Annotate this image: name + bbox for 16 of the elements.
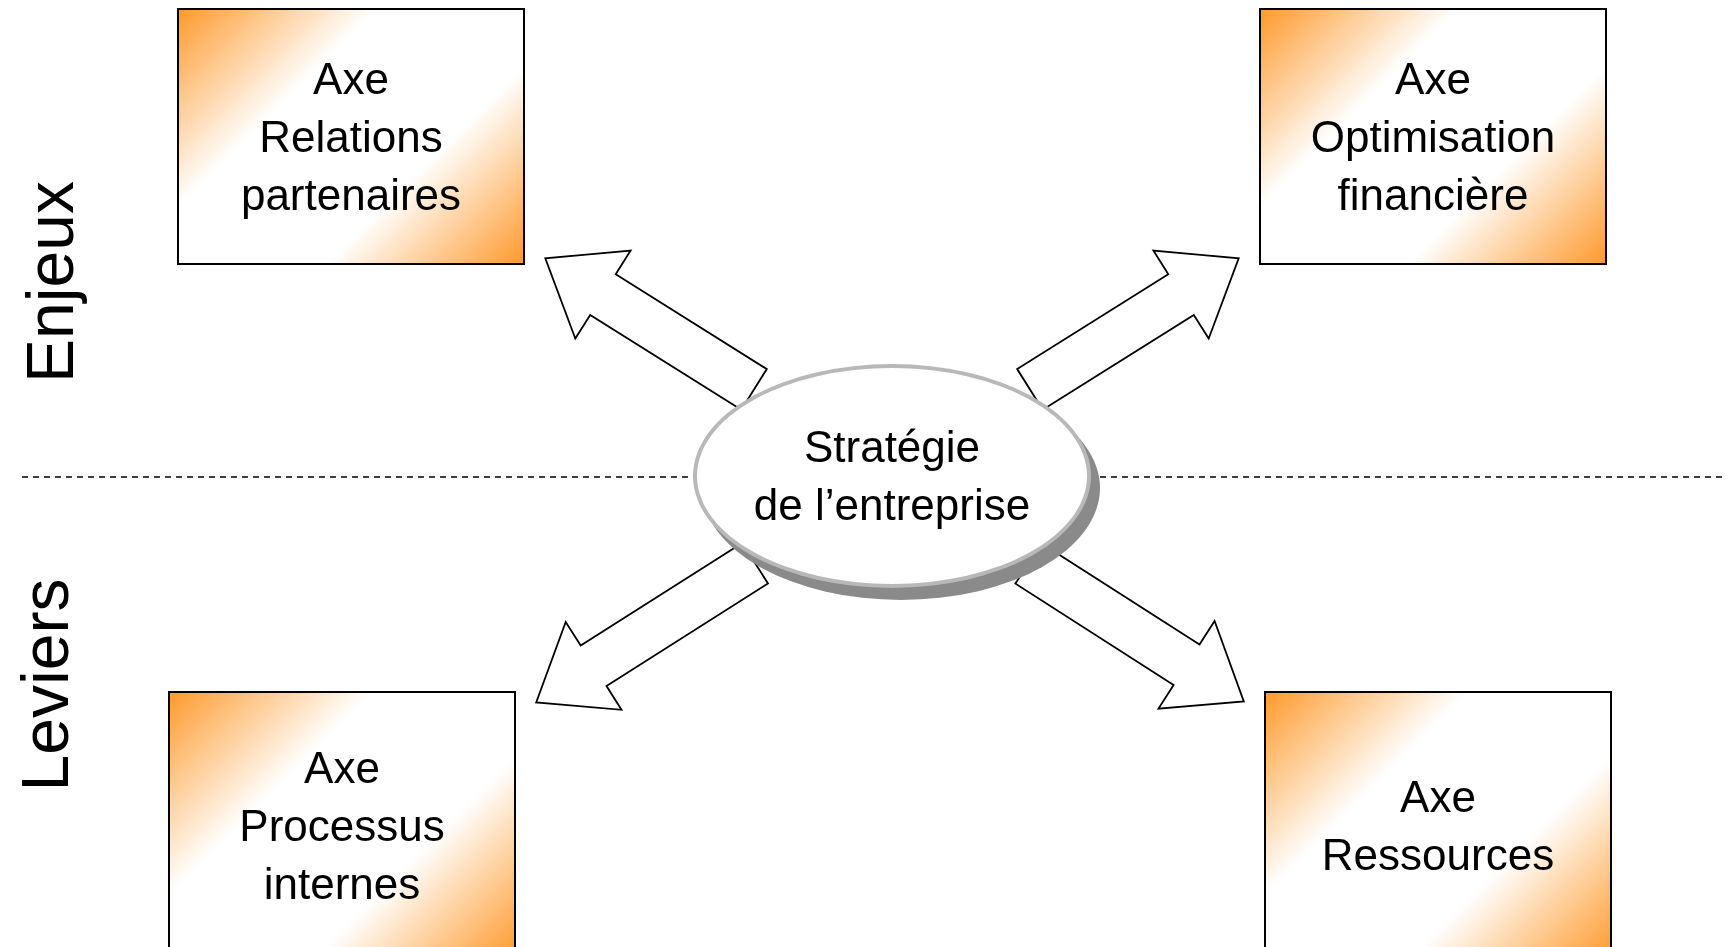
axis-box [168,691,516,947]
side-label: Leviers [7,578,83,792]
node-text: Relations partenaires [239,110,463,221]
axis-box [1259,8,1607,265]
node-text: de l’entreprise [753,479,1031,531]
node-heading: Axe [304,742,380,794]
node-heading: Axe [1395,52,1471,105]
side-label: Enjeux [12,181,88,383]
node-text: Processus internes [238,800,446,910]
node-heading: Axe [313,52,389,105]
node-text: Ressources [1321,829,1555,881]
node-heading: Axe [1400,771,1476,823]
node-heading: Stratégie [803,421,981,473]
axis-box [1264,691,1612,947]
axis-box [177,8,525,265]
node-text: Optimisation financière [1309,110,1557,221]
